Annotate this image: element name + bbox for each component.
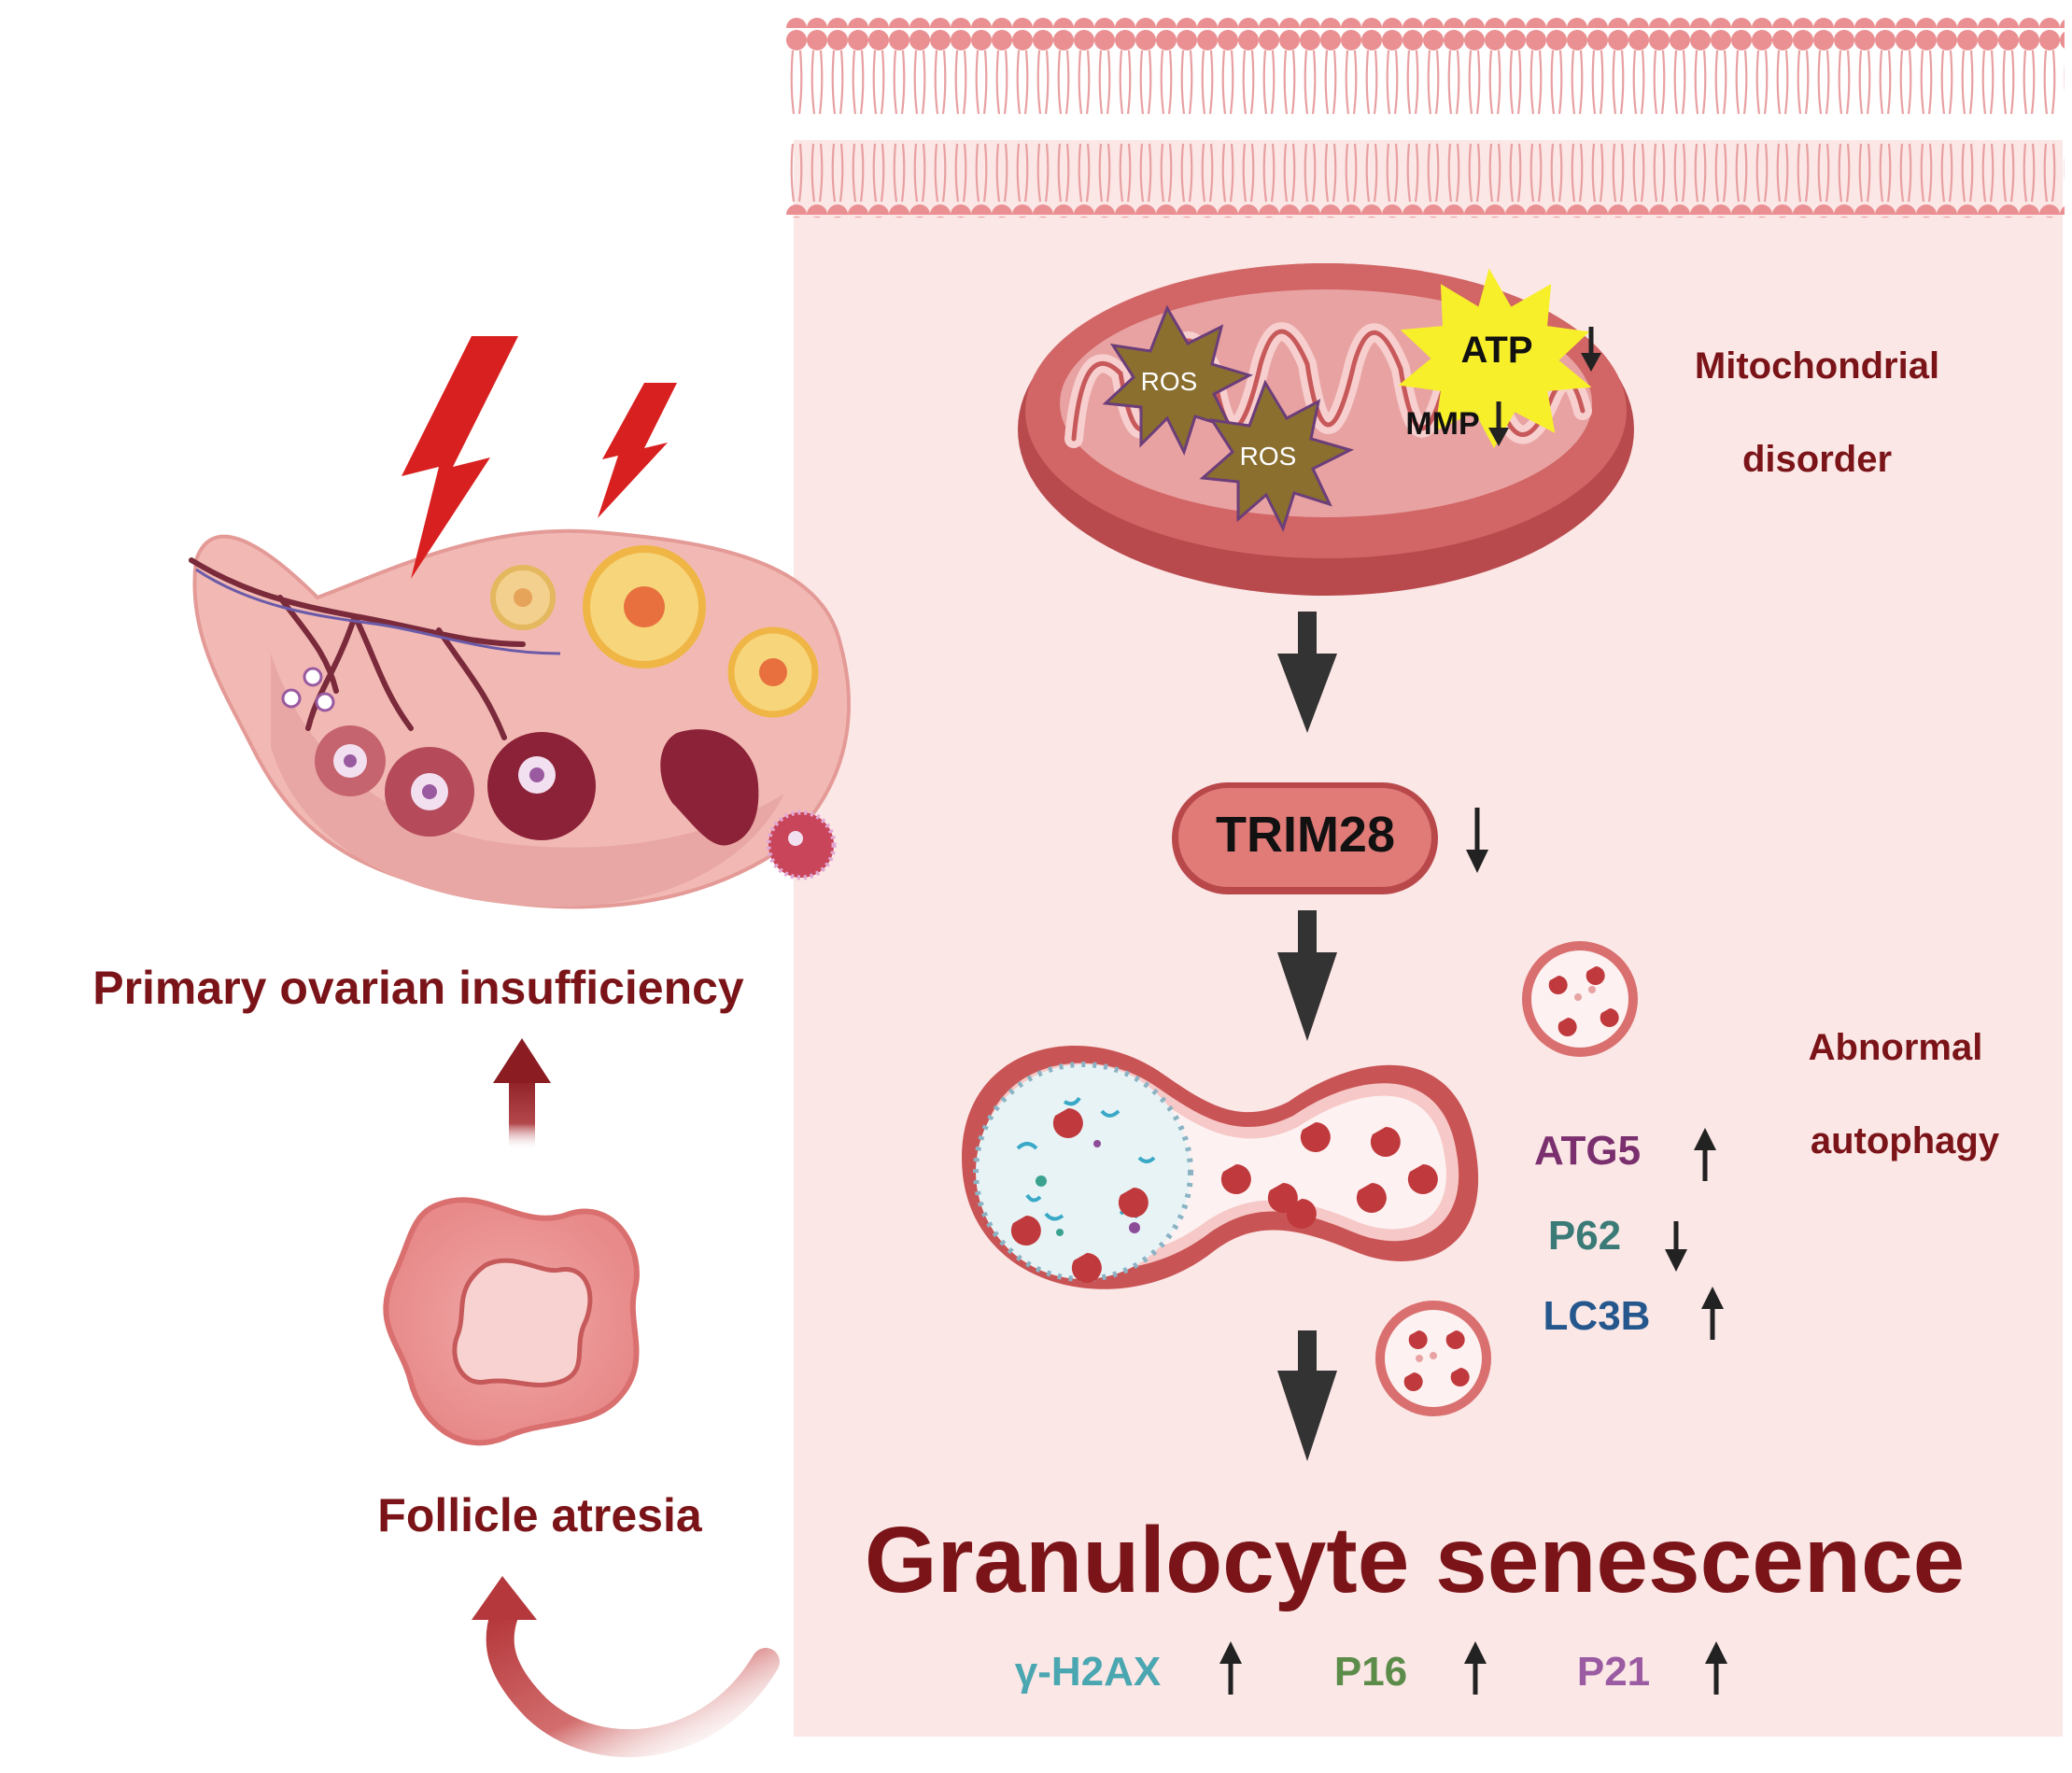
cell-membrane xyxy=(786,17,2065,218)
lightning-bolt-small xyxy=(598,383,677,518)
atretic-follicle xyxy=(383,1197,640,1446)
mito-disorder-label-line2: disorder xyxy=(1742,439,1892,480)
gamma-h2ax-label: γ-H2AX xyxy=(1015,1649,1162,1695)
mmp-label: MMP xyxy=(1405,406,1479,442)
gamma-h2ax-up-arrow xyxy=(1219,1641,1242,1695)
mitochondrion xyxy=(1018,263,1634,596)
ovary-illustration xyxy=(189,528,851,909)
flow-arrow-trim28-to-autophagy xyxy=(1277,910,1337,1041)
autophagy-label-line2: autophagy xyxy=(1811,1120,2000,1161)
mmp-down-arrow xyxy=(1488,401,1509,446)
p16-label: P16 xyxy=(1334,1649,1407,1695)
autophagosome-vesicle-top xyxy=(1522,941,1638,1057)
autophagy-label-line1: Abnormal xyxy=(1809,1027,1983,1068)
up-arrow-atresia-to-poi xyxy=(493,1038,551,1150)
ros-burst-2 xyxy=(1199,379,1355,532)
lysosome-lumen xyxy=(973,1062,1193,1282)
atg5-up-arrow xyxy=(1694,1128,1716,1181)
flow-arrow-autophagy-to-senescence xyxy=(1277,1330,1337,1461)
atg5-label: ATG5 xyxy=(1534,1128,1641,1174)
atp-down-arrow xyxy=(1581,327,1601,372)
trim28-node xyxy=(1172,782,1438,894)
curved-arrow-senescence-to-atresia xyxy=(472,1576,780,1758)
mito-disorder-label-line1: Mitochondrial xyxy=(1695,345,1939,387)
atp-burst xyxy=(1398,268,1592,449)
flow-arrow-mito-to-trim28 xyxy=(1277,612,1337,733)
trim28-down-arrow xyxy=(1466,808,1488,873)
senescence-title: Granulocyte senescence xyxy=(865,1508,1965,1612)
autophagosome-vesicle-bottom xyxy=(1375,1301,1491,1416)
follicle-atresia-label: Follicle atresia xyxy=(377,1489,703,1541)
ovarian-vessels xyxy=(189,557,526,740)
ros-label-1: ROS xyxy=(1141,367,1198,396)
poi-label: Primary ovarian insufficiency xyxy=(92,962,744,1014)
p21-up-arrow xyxy=(1705,1641,1727,1695)
p21-label: P21 xyxy=(1577,1649,1650,1695)
p62-label: P62 xyxy=(1548,1213,1621,1259)
lc3b-up-arrow xyxy=(1701,1287,1724,1340)
p62-down-arrow xyxy=(1665,1221,1687,1272)
lightning-bolt-large xyxy=(402,336,518,579)
degraded-mitochondria-cargo xyxy=(1010,1108,1438,1283)
ros-label-2: ROS xyxy=(1240,442,1297,471)
atp-label: ATP xyxy=(1460,330,1532,371)
trim28-label: TRIM28 xyxy=(1216,807,1395,863)
p16-up-arrow xyxy=(1464,1641,1487,1695)
lc3b-label: LC3B xyxy=(1543,1293,1651,1339)
ros-burst-1 xyxy=(1102,304,1253,456)
autolysosome xyxy=(962,1046,1479,1289)
